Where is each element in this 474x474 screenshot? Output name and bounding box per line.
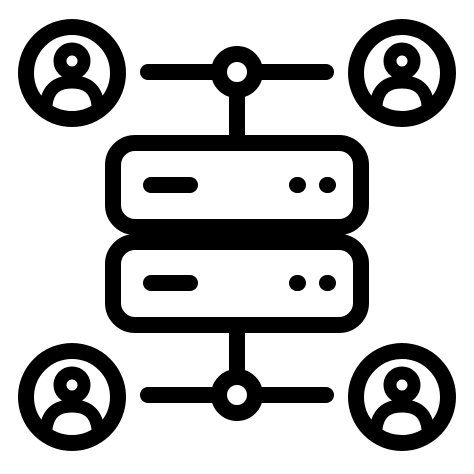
- user-avatar-top-left: [18, 19, 126, 127]
- avatar-body-bottom-right: [369, 399, 435, 436]
- user-avatar-bottom-left: [18, 343, 126, 451]
- avatar-body-top-left: [39, 75, 105, 112]
- server-bottom-body: [105, 234, 369, 333]
- avatar-body-bottom-left: [39, 399, 105, 436]
- top-connector: [140, 46, 334, 151]
- user-avatar-top-right: [348, 19, 456, 127]
- avatar-head-bottom-right: [383, 366, 421, 404]
- avatar-ring-bottom-left: [18, 343, 126, 451]
- server-unit-top: [105, 135, 369, 235]
- user-avatar-bottom-right: [348, 343, 456, 451]
- avatar-ring-bottom-right: [348, 343, 456, 451]
- avatar-head-bottom-left: [53, 366, 91, 404]
- avatar-ring-top-right: [348, 19, 456, 127]
- bottom-connector: [140, 317, 334, 421]
- server-top-body: [105, 135, 369, 235]
- avatar-body-top-right: [369, 75, 435, 112]
- avatar-ring-top-left: [18, 19, 126, 127]
- server-unit-bottom: [105, 234, 369, 333]
- avatar-head-top-left: [53, 42, 91, 80]
- avatar-head-top-right: [383, 42, 421, 80]
